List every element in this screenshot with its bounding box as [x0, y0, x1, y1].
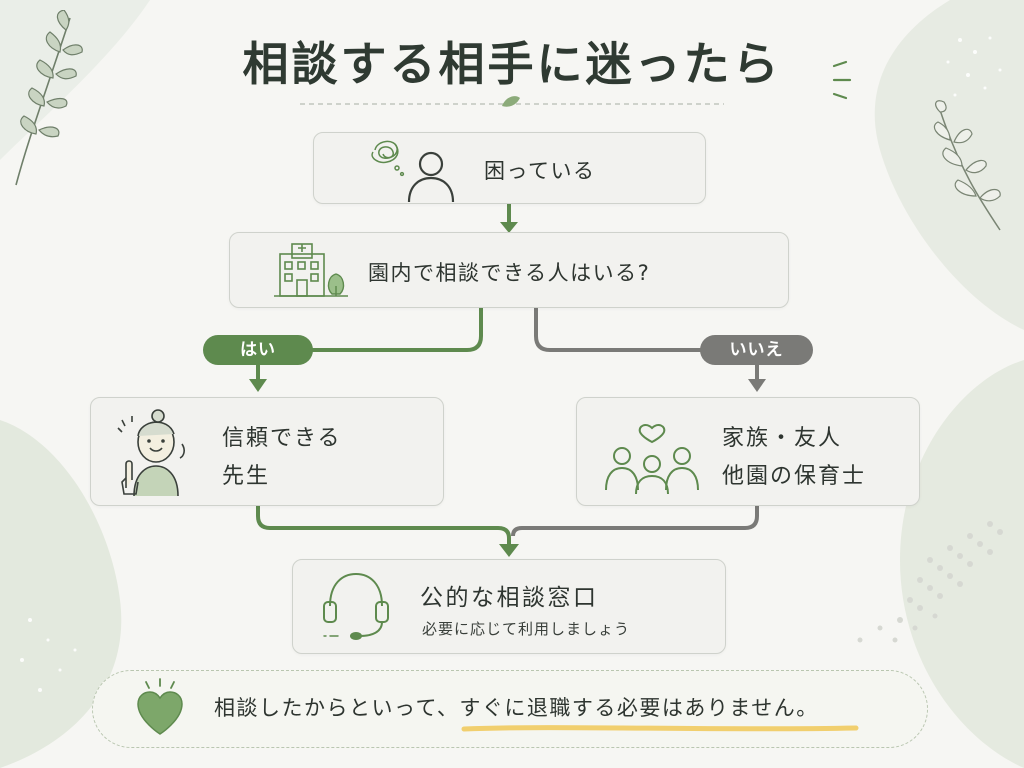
reassurance-note — [92, 670, 928, 748]
teacher-label-line2: 先生 — [222, 464, 271, 489]
question-label: 園内で相談できる人はいる? — [368, 261, 651, 285]
note-text-highlight: すぐに退職する必要はありません。 — [459, 696, 819, 720]
building-icon — [274, 243, 348, 297]
page-title: 相談する相手に迷ったら — [242, 37, 782, 91]
troubled-icon — [371, 140, 455, 203]
teacher-label-line1: 信頼できる — [222, 426, 342, 451]
headset-icon — [323, 572, 389, 640]
public-consultation-title: 公的な相談窓口 — [420, 585, 599, 611]
troubled-label: 困っている — [484, 159, 596, 183]
tangled-thought-icon — [371, 140, 405, 177]
yes-badge: はい — [203, 335, 313, 365]
note-text-before: 相談したからといって、 — [214, 696, 460, 720]
family-label-line1: 家族・友人 — [722, 426, 843, 451]
heart-sparkle-icon — [137, 678, 183, 735]
people-group-icon — [605, 424, 699, 494]
highlight-underline — [461, 725, 859, 732]
family-label-line2: 他園の保育士 — [722, 464, 867, 489]
note-text: 相談したからといって、すぐに退職する必要はありません。 — [214, 692, 819, 722]
family-friends-box — [576, 397, 920, 506]
title-divider — [300, 96, 724, 107]
no-badge: いいえ — [700, 335, 813, 365]
leaf-branch-icon — [933, 100, 1001, 231]
teacher-icon — [117, 409, 185, 497]
person-icon — [407, 151, 455, 203]
leaf-branch-icon — [15, 10, 83, 186]
public-consultation-sub: 必要に応じて利用しましょう — [422, 620, 631, 638]
emphasis-marks-icon — [832, 60, 852, 100]
